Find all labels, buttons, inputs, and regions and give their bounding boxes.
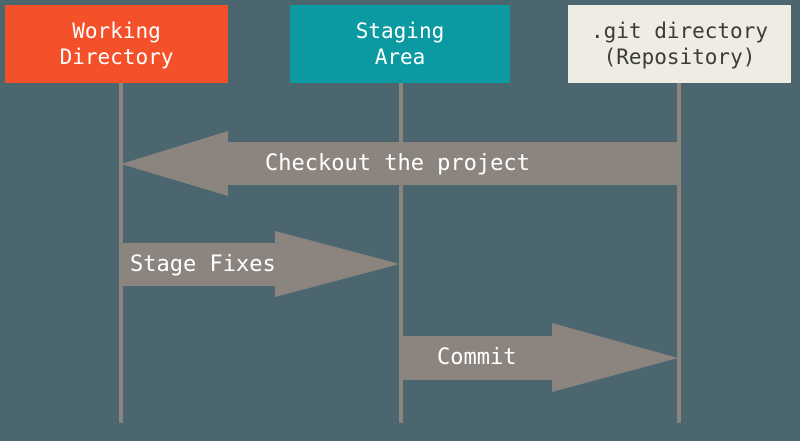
node-working-directory: Working Directory — [5, 5, 228, 83]
node-git-directory-line2: (Repository) — [603, 45, 756, 69]
node-git-directory-line1: .git directory — [590, 19, 768, 43]
node-git-directory: .git directory (Repository) — [568, 5, 791, 83]
node-working-directory-line1: Working — [72, 19, 161, 43]
node-staging-area-line1: Staging — [355, 19, 445, 43]
arrow-checkout — [121, 131, 678, 196]
arrow-stage-fixes — [120, 231, 400, 297]
arrow-label-stage-fixes: Stage Fixes — [130, 252, 276, 277]
node-working-directory-line2: Directory — [59, 45, 174, 69]
node-staging-area-line2: Area — [374, 45, 426, 69]
lifeline-git-directory — [677, 83, 681, 423]
arrow-commit — [400, 323, 678, 392]
node-staging-area: Staging Area — [290, 5, 510, 83]
arrow-label-commit: Commit — [437, 345, 517, 370]
lifeline-staging-area — [399, 83, 403, 423]
arrow-label-checkout: Checkout the project — [265, 151, 530, 176]
